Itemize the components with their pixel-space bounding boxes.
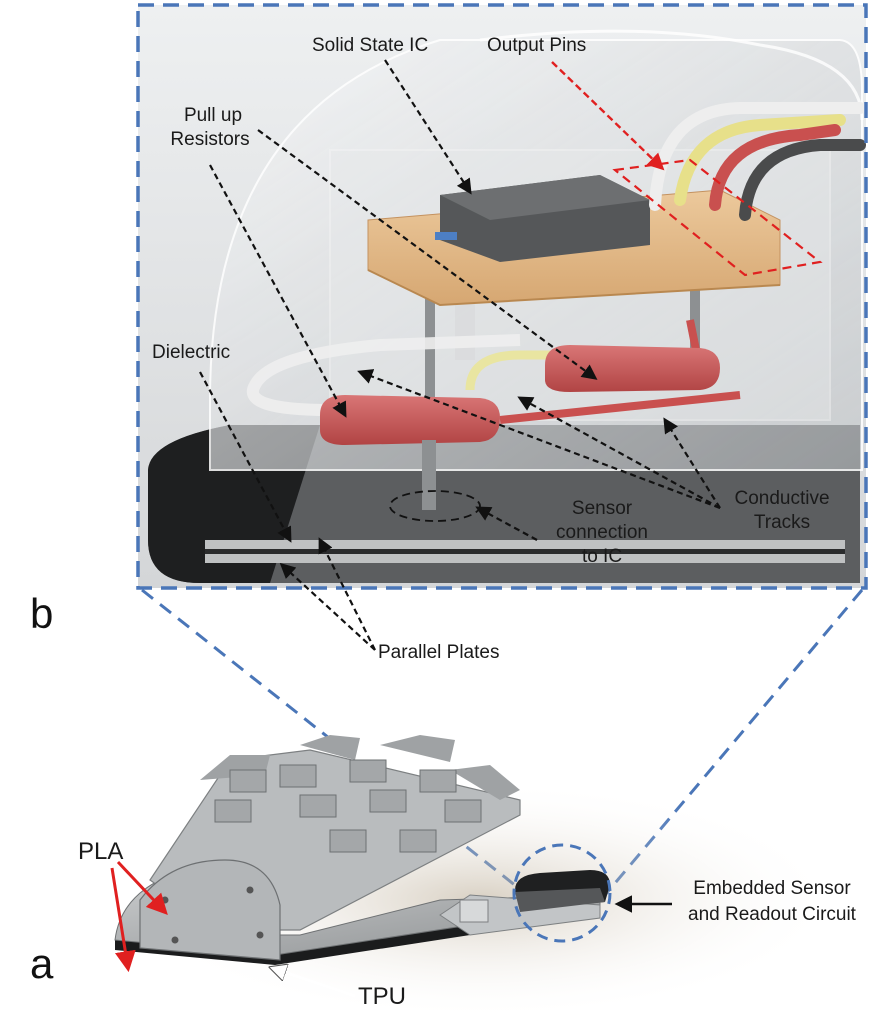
panel-letter-b: b	[30, 590, 54, 637]
label-embedded-sensor-line1: Embedded Sensor	[693, 878, 851, 899]
panel-a-hand	[114, 735, 840, 1020]
panel-b-leaders	[199, 59, 721, 651]
label-solid-state-ic: Solid State IC	[312, 35, 429, 56]
label-tpu: TPU	[358, 983, 406, 1010]
label-dielectric: Dielectric	[152, 342, 231, 363]
label-output-pins: Output Pins	[487, 35, 587, 56]
label-sensor-connection-line1: Sensor	[571, 498, 633, 519]
label-conductive-tracks-line1: Conductive	[734, 488, 830, 509]
label-pla: PLA	[78, 838, 124, 865]
label-conductive-tracks-line2: Tracks	[753, 512, 811, 533]
panel-letter-a: a	[30, 940, 54, 987]
label-parallel-plates: Parallel Plates	[378, 642, 500, 663]
panel-a-leaders	[110, 860, 672, 998]
label-sensor-connection-line3: to IC	[581, 546, 623, 567]
label-pull-up-resistors-line2: Resistors	[170, 129, 250, 150]
panel-b-render	[136, 3, 868, 590]
label-pull-up-resistors-line1: Pull up	[183, 105, 243, 126]
output-pins-leader	[551, 61, 665, 171]
label-sensor-connection-line2: connection	[556, 522, 648, 543]
label-embedded-sensor-line2: and Readout Circuit	[688, 904, 856, 925]
